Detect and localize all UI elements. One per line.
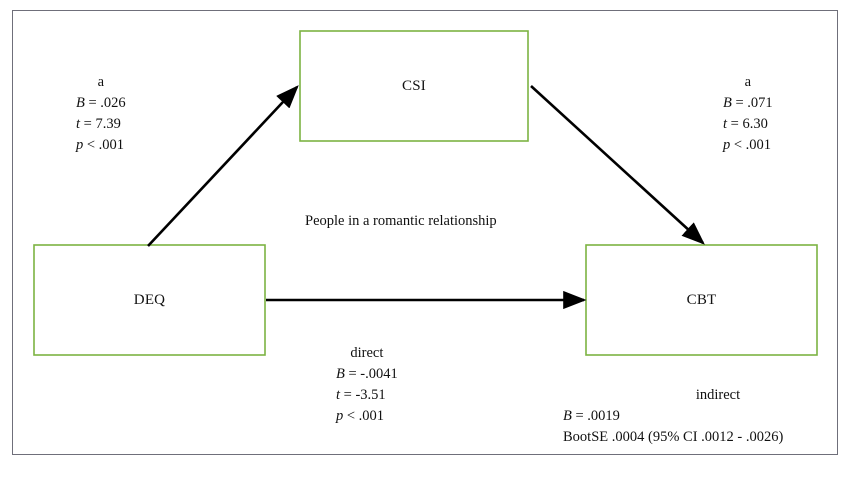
stats-direct-p: p < .001 [336, 406, 398, 427]
stats-a-path-t: t = 7.39 [76, 114, 126, 135]
node-box-csi [299, 30, 529, 142]
stats-direct-effect: direct B = -.0041 t = -3.51 p < .001 [336, 343, 398, 427]
stats-indirect-b-symbol: B [563, 408, 572, 425]
arrow-b-path [530, 85, 705, 245]
node-label-cbt: CBT [686, 292, 717, 308]
stats-a-path-head: a [97, 74, 105, 90]
arrow-a-path [147, 85, 299, 247]
stats-b-path-p: p < .001 [723, 135, 773, 156]
stats-indirect-b: B = .0019 [563, 406, 818, 427]
stats-a-path-b-value: = .026 [84, 95, 126, 112]
stats-b-path-b-symbol: B [723, 95, 732, 112]
stats-a-path-t-value: = 7.39 [80, 116, 121, 133]
stats-direct-p-value: < .001 [343, 408, 385, 425]
stats-a-path-p-symbol: p [76, 137, 84, 154]
node-label-csi: CSI [402, 78, 426, 94]
stats-indirect-effect: indirect B = .0019 BootSE .0004 (95% CI … [563, 385, 818, 448]
stats-direct-head: direct [350, 345, 384, 361]
stats-a-path-b: B = .026 [76, 93, 126, 114]
stats-b-path-head: a [744, 74, 752, 90]
figure-caption: People in a romantic relationship [305, 213, 497, 229]
stats-b-path-p-symbol: p [723, 137, 731, 154]
stats-indirect-head: indirect [695, 387, 741, 403]
stats-direct-t: t = -3.51 [336, 385, 398, 406]
stats-indirect-boot: BootSE .0004 (95% CI .0012 - .0026) [563, 429, 784, 446]
stats-b-path-b-value: = .071 [731, 95, 773, 112]
stats-a-path-b-symbol: B [76, 95, 85, 112]
stats-direct-b-value: = -.0041 [344, 366, 398, 383]
stats-indirect-b-value: = .0019 [571, 408, 620, 425]
node-label-deq: DEQ [133, 292, 166, 308]
stats-direct-t-symbol: t [336, 387, 341, 404]
stats-b-path-b: B = .071 [723, 93, 773, 114]
stats-b-path-t-symbol: t [723, 116, 728, 133]
node-box-cbt [585, 244, 818, 356]
stats-direct-b: B = -.0041 [336, 364, 398, 385]
stats-a-path-t-symbol: t [76, 116, 81, 133]
stats-b-path-t: t = 6.30 [723, 114, 773, 135]
stats-direct-p-symbol: p [336, 408, 344, 425]
stats-a-path-p: p < .001 [76, 135, 126, 156]
stats-a-path: a B = .026 t = 7.39 p < .001 [76, 72, 126, 156]
stats-b-path-t-value: = 6.30 [727, 116, 768, 133]
stats-direct-b-symbol: B [336, 366, 345, 383]
stats-direct-t-value: = -3.51 [340, 387, 386, 404]
stats-a-path-p-value: < .001 [83, 137, 125, 154]
stats-b-path-p-value: < .001 [730, 137, 772, 154]
stats-b-path: a B = .071 t = 6.30 p < .001 [723, 72, 773, 156]
